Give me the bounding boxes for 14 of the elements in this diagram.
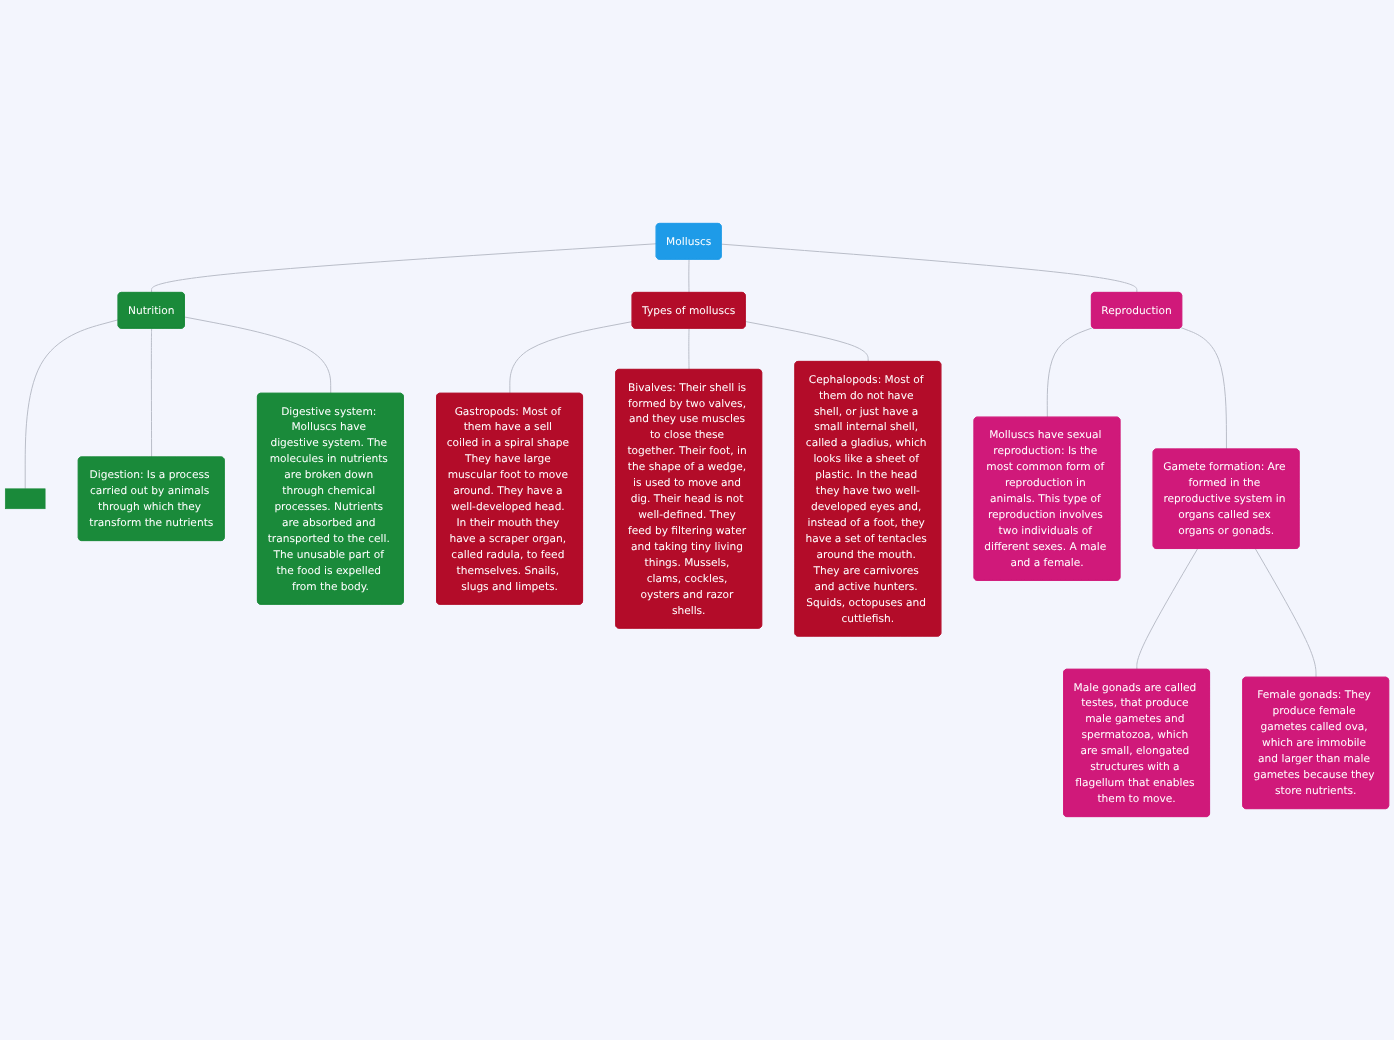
connector [721,243,1138,294]
node-box [4,488,46,510]
connector [151,243,657,294]
connector [1180,327,1227,450]
connector [150,328,153,458]
connector [745,321,869,363]
connector [24,319,119,490]
connector [1046,327,1094,418]
connector [1136,548,1198,671]
connector [184,316,332,395]
connector [688,259,690,294]
connector [688,328,690,371]
connector [509,321,633,395]
connector [1254,548,1317,679]
